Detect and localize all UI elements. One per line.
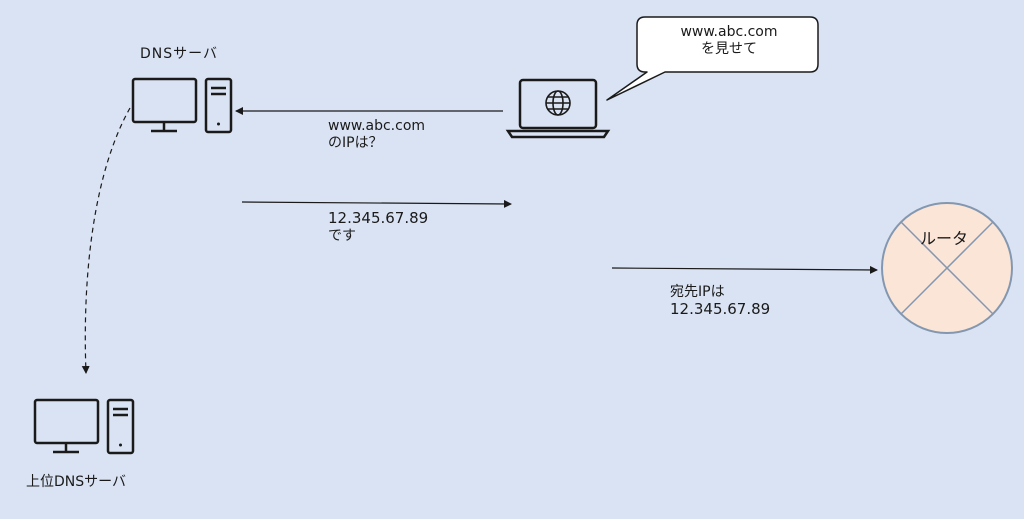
bubble-line-2: を見せて xyxy=(701,41,757,57)
response-line-1: 12.345.67.89 xyxy=(328,209,429,227)
speech-bubble xyxy=(606,16,819,101)
response-arrow xyxy=(241,199,512,208)
query-label: www.abc.com のIPは？ xyxy=(328,118,425,152)
forward-label: 宛先IPは 12.345.67.89 xyxy=(670,283,770,318)
response-line-2: です xyxy=(328,228,356,244)
query-line-2: のIPは？ xyxy=(328,135,383,151)
forward-arrow xyxy=(611,265,878,274)
laptop-icon xyxy=(505,78,611,139)
bubble-line-1: www.abc.com xyxy=(680,24,778,40)
bubble-text: www.abc.com を見せて xyxy=(640,24,818,58)
query-line-1: www.abc.com xyxy=(328,118,426,134)
dns-server-icon xyxy=(131,77,233,134)
dns-server-label: DNSサーバ xyxy=(140,46,218,62)
recursive-query-arrow xyxy=(81,107,131,374)
router-label: ルータ xyxy=(920,229,969,248)
router-icon xyxy=(881,202,1013,334)
globe-icon xyxy=(545,90,571,116)
upper-dns-server-icon xyxy=(33,398,135,455)
response-label: 12.345.67.89 です xyxy=(328,210,428,245)
upper-dns-server-label: 上位DNSサーバ xyxy=(26,474,126,490)
forward-line-2: 12.345.67.89 xyxy=(670,300,771,318)
forward-line-1: 宛先IPは xyxy=(670,284,725,300)
